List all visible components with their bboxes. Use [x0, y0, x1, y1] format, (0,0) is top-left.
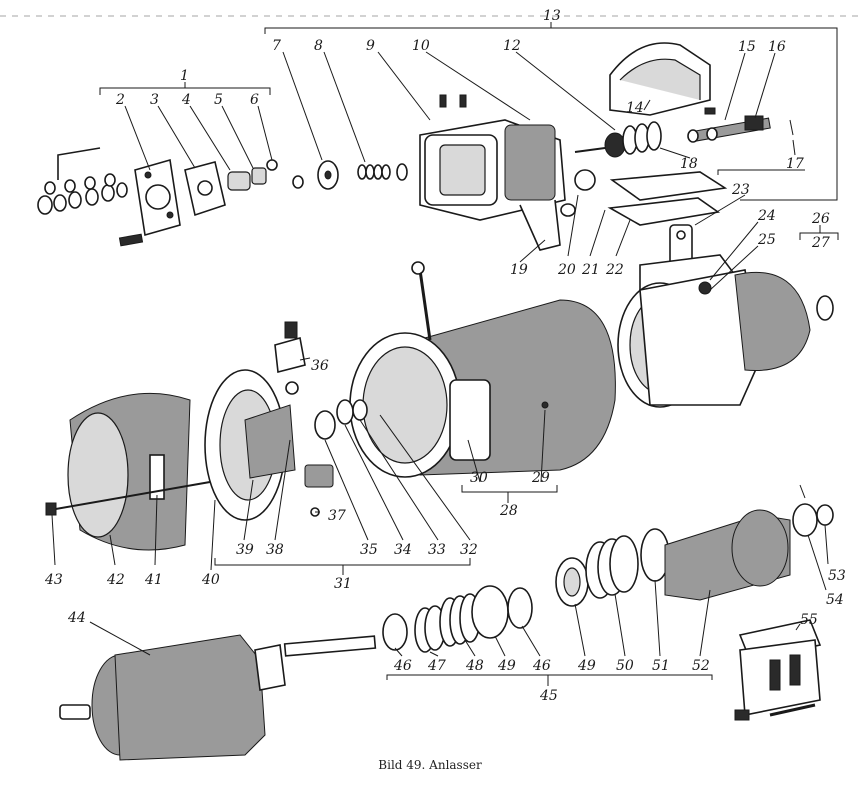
label-33: 33 [428, 542, 446, 558]
label-13: 13 [543, 8, 561, 24]
label-29: 29 [531, 470, 550, 486]
label-36: 36 [311, 358, 329, 374]
spring-50 [585, 535, 639, 599]
part-group-13-solenoid [264, 22, 838, 263]
label-15: 15 [738, 39, 756, 55]
label-49b: 49 [577, 658, 596, 674]
label-7: 7 [272, 38, 281, 54]
terminal-block-4 [227, 171, 251, 191]
label-12: 12 [503, 38, 521, 54]
pinion-52 [664, 484, 834, 601]
label-35: 35 [360, 542, 378, 558]
brush-37 [304, 464, 334, 488]
label-20: 20 [557, 262, 576, 278]
label-34: 34 [394, 542, 412, 558]
label-16: 16 [768, 39, 786, 55]
contact-bolt-16 [687, 107, 771, 143]
label-55: 55 [800, 612, 818, 628]
relay-55 [734, 619, 822, 721]
label-14: 14 [626, 100, 644, 116]
label-18: 18 [680, 156, 698, 172]
pinion-assembly-45 [382, 484, 834, 686]
label-30: 30 [470, 470, 488, 486]
label-5: 5 [214, 92, 223, 108]
plunger-12 [574, 121, 662, 158]
label-10: 10 [412, 38, 430, 54]
washer-row [37, 173, 128, 215]
washer-49a [471, 585, 509, 639]
label-50: 50 [616, 658, 634, 674]
label-26: 26 [811, 211, 830, 227]
label-54: 54 [826, 592, 844, 608]
label-2: 2 [115, 92, 125, 108]
brush-36 [274, 336, 306, 374]
label-31: 31 [334, 576, 352, 592]
label-3: 3 [150, 92, 159, 108]
label-47: 47 [427, 658, 446, 674]
yoke-28 [349, 261, 616, 503]
label-39: 39 [236, 542, 254, 558]
label-46a: 46 [393, 658, 412, 674]
gasket-21-22 [607, 171, 728, 226]
label-53: 53 [828, 568, 846, 584]
label-51: 51 [652, 658, 670, 674]
label-23: 23 [731, 182, 750, 198]
commutator-end-31 [204, 321, 471, 575]
label-44: 44 [67, 610, 86, 626]
label-38: 38 [266, 542, 284, 558]
label-28: 28 [499, 503, 518, 519]
part-group-1 [37, 82, 278, 247]
label-9: 9 [366, 38, 375, 54]
label-42: 42 [106, 572, 125, 588]
solenoid-housing-9 [419, 94, 596, 251]
label-8: 8 [314, 38, 323, 54]
label-6: 6 [250, 92, 259, 108]
spring-8 [357, 163, 408, 181]
label-19: 19 [510, 262, 528, 278]
figure-caption: Bild 49. Anlasser [378, 758, 482, 772]
ring-46a [382, 613, 408, 651]
label-27: 27 [811, 235, 830, 251]
label-41: 41 [144, 572, 163, 588]
label-21: 21 [581, 262, 600, 278]
bush-27 [816, 295, 834, 321]
cover-band-42 [45, 392, 211, 566]
label-49a: 49 [497, 658, 516, 674]
part-group-7-8 [282, 51, 408, 190]
armature-44 [59, 621, 377, 761]
label-4: 4 [181, 92, 191, 108]
label-40: 40 [201, 572, 220, 588]
label-48: 48 [465, 658, 484, 674]
label-52: 52 [692, 658, 710, 674]
label-22: 22 [605, 262, 624, 278]
drive-end-housing-23-27 [617, 194, 839, 408]
nose-cone-26 [734, 271, 811, 371]
label-45: 45 [539, 688, 558, 704]
callout-labels: 1 2 3 4 5 6 7 8 9 10 12 13 14 15 16 17 1… [44, 8, 846, 704]
label-17: 17 [786, 156, 804, 172]
label-32: 32 [460, 542, 478, 558]
label-25: 25 [757, 232, 776, 248]
ring-46b [507, 587, 533, 629]
label-43: 43 [44, 572, 63, 588]
label-46b: 46 [532, 658, 551, 674]
label-1: 1 [180, 68, 189, 84]
label-24: 24 [757, 208, 776, 224]
label-37: 37 [328, 508, 346, 524]
